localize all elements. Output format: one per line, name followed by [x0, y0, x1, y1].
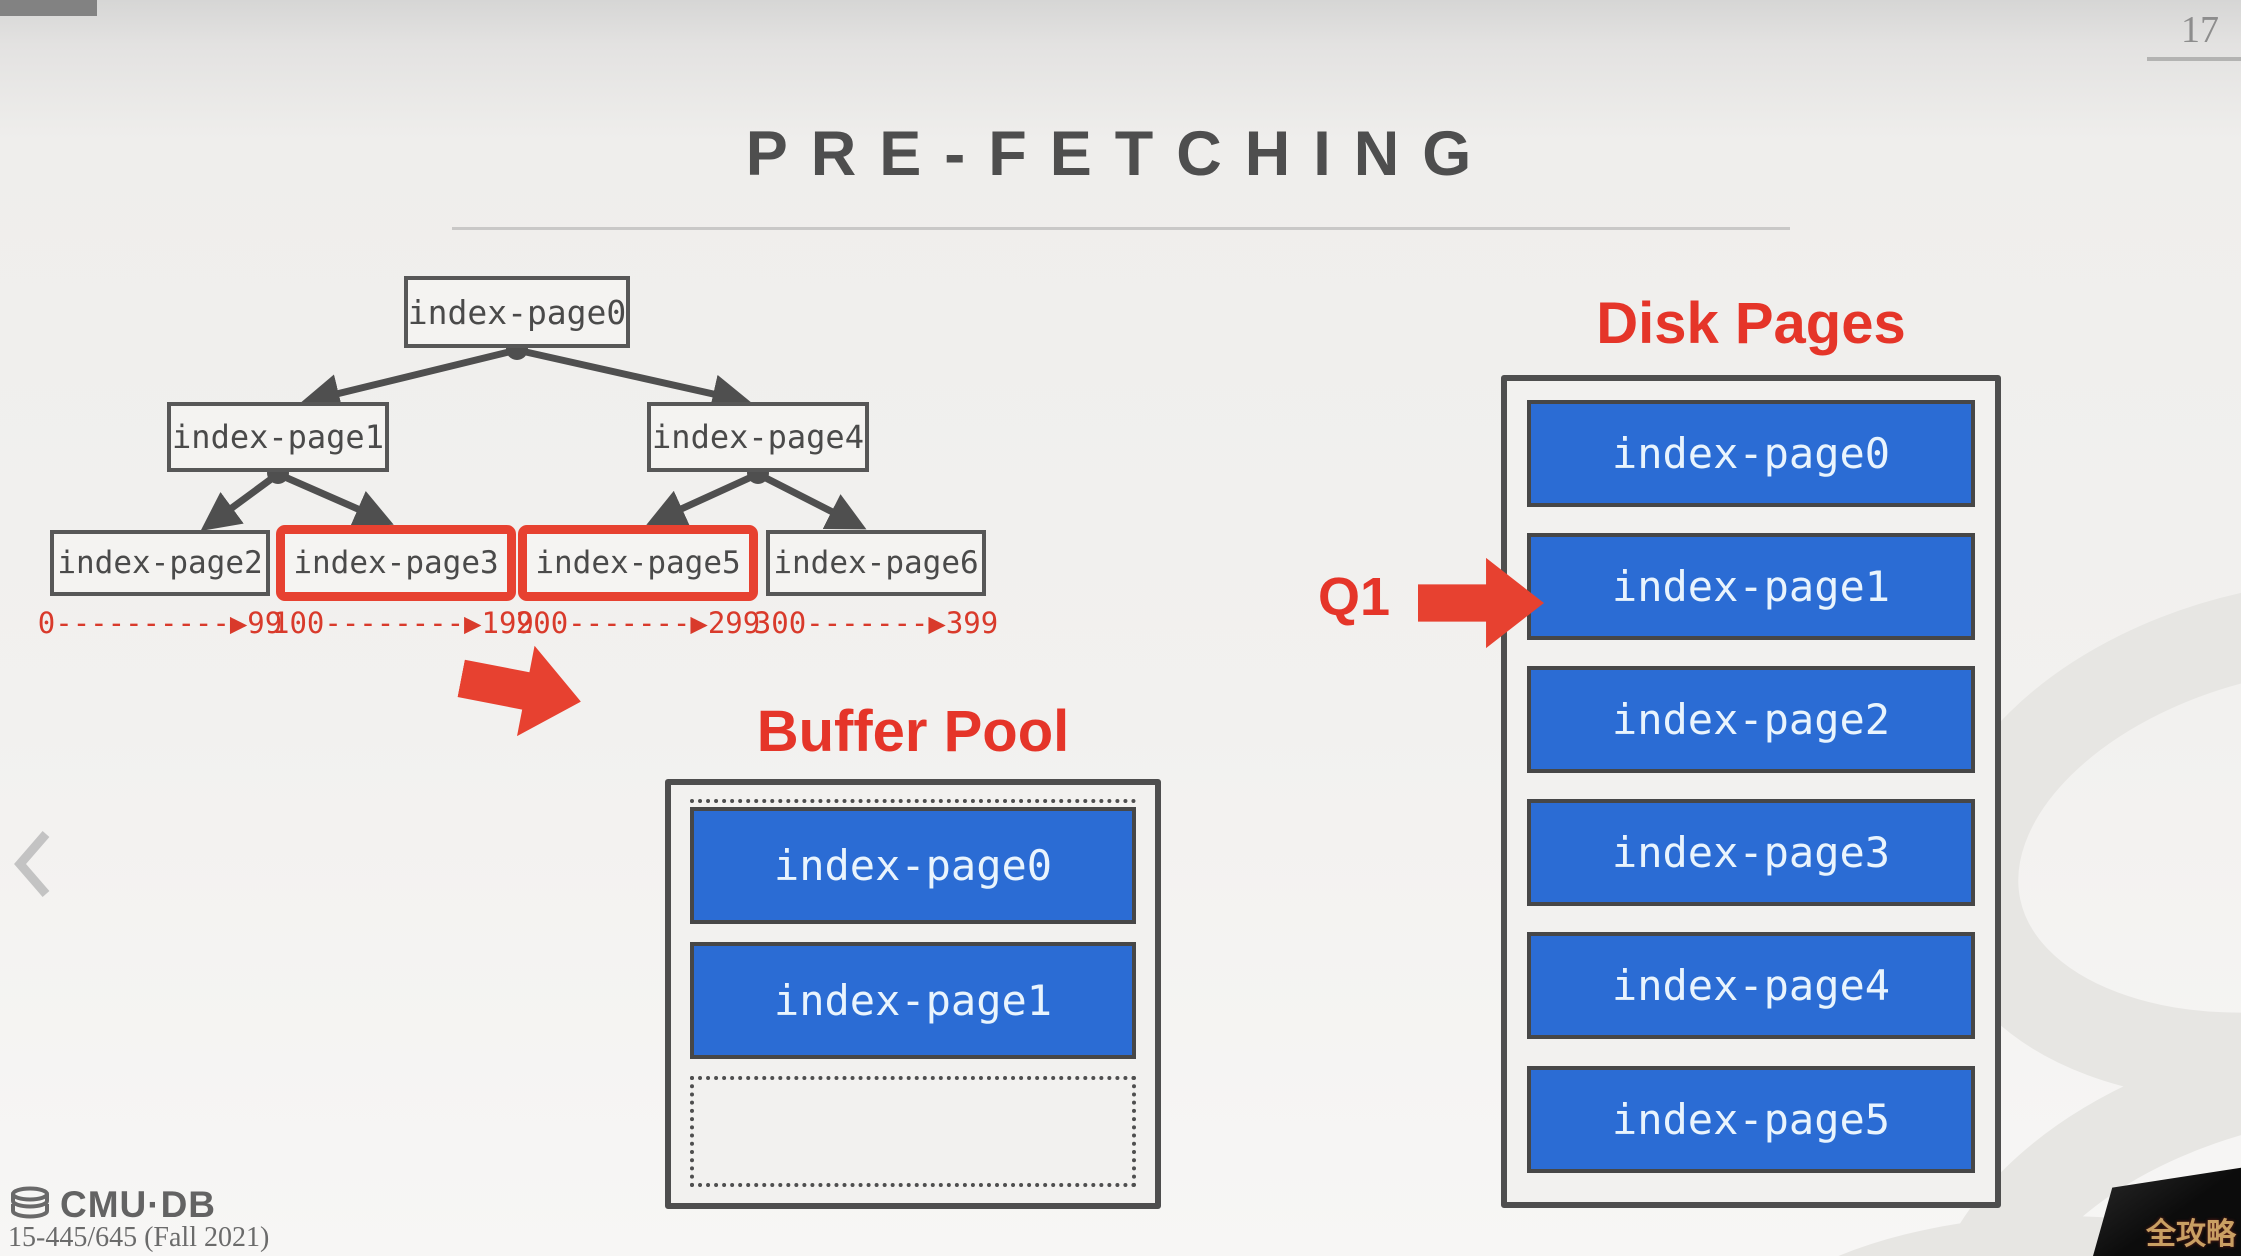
corner-watermark-text: 全攻略	[2146, 1217, 2236, 1252]
disk-slot-index-page5: index-page5	[1527, 1066, 1975, 1173]
query-q1-label: Q1	[1318, 567, 1391, 627]
disk-slot-index-page2: index-page2	[1527, 666, 1975, 773]
corner-watermark: 全攻略	[2093, 1167, 2241, 1256]
key-range-300-399: 300-------▶399	[753, 606, 999, 640]
prev-slide-chevron-icon[interactable]	[8, 826, 56, 902]
buffer-pool-container: index-page0 index-page1	[665, 779, 1161, 1209]
key-range-100-199: 100--------▶199	[272, 606, 534, 640]
title-underline	[452, 227, 1790, 230]
page-number: 17	[2181, 9, 2219, 51]
tree-leaf-index-page6: index-page6	[766, 530, 986, 596]
buffer-slot-empty	[690, 1076, 1136, 1187]
tree-leaf-index-page2: index-page2	[50, 530, 270, 596]
key-range-200-299: 200-------▶299	[515, 606, 761, 640]
top-left-tab	[0, 0, 97, 16]
cmu-db-logo: CMU·DB	[8, 1184, 216, 1226]
fetch-arrow	[452, 629, 591, 750]
tree-leaf-index-page3-highlighted: index-page3	[276, 525, 516, 601]
buffer-slot-frame-dotted-edge	[690, 799, 1136, 809]
tree-leaf-index-page5-highlighted: index-page5	[518, 525, 758, 601]
tree-node-internal-right: index-page4	[647, 402, 869, 472]
buffer-pool-title: Buffer Pool	[756, 699, 1070, 764]
key-range-0-99: 0----------▶99	[37, 606, 283, 640]
disk-slot-index-page0: index-page0	[1527, 400, 1975, 507]
disk-pages-container: index-page0 index-page1 index-page2 inde…	[1501, 375, 2001, 1208]
page-number-underline	[2147, 57, 2241, 61]
course-label: 15-445/645 (Fall 2021)	[8, 1222, 270, 1253]
cmu-db-logo-text: CMU·DB	[60, 1184, 217, 1225]
disk-slot-index-page1: index-page1	[1527, 533, 1975, 640]
tree-node-root: index-page0	[404, 276, 630, 348]
disk-slot-index-page3: index-page3	[1527, 799, 1975, 906]
disk-slot-index-page4: index-page4	[1527, 932, 1975, 1039]
tree-node-internal-left: index-page1	[167, 402, 389, 472]
slide-title: PRE-FETCHING	[745, 119, 1495, 189]
disk-pages-title: Disk Pages	[1596, 291, 1906, 356]
buffer-slot-index-page0: index-page0	[690, 807, 1136, 924]
database-cylinder-icon	[11, 1186, 49, 1219]
buffer-slot-index-page1: index-page1	[690, 942, 1136, 1059]
